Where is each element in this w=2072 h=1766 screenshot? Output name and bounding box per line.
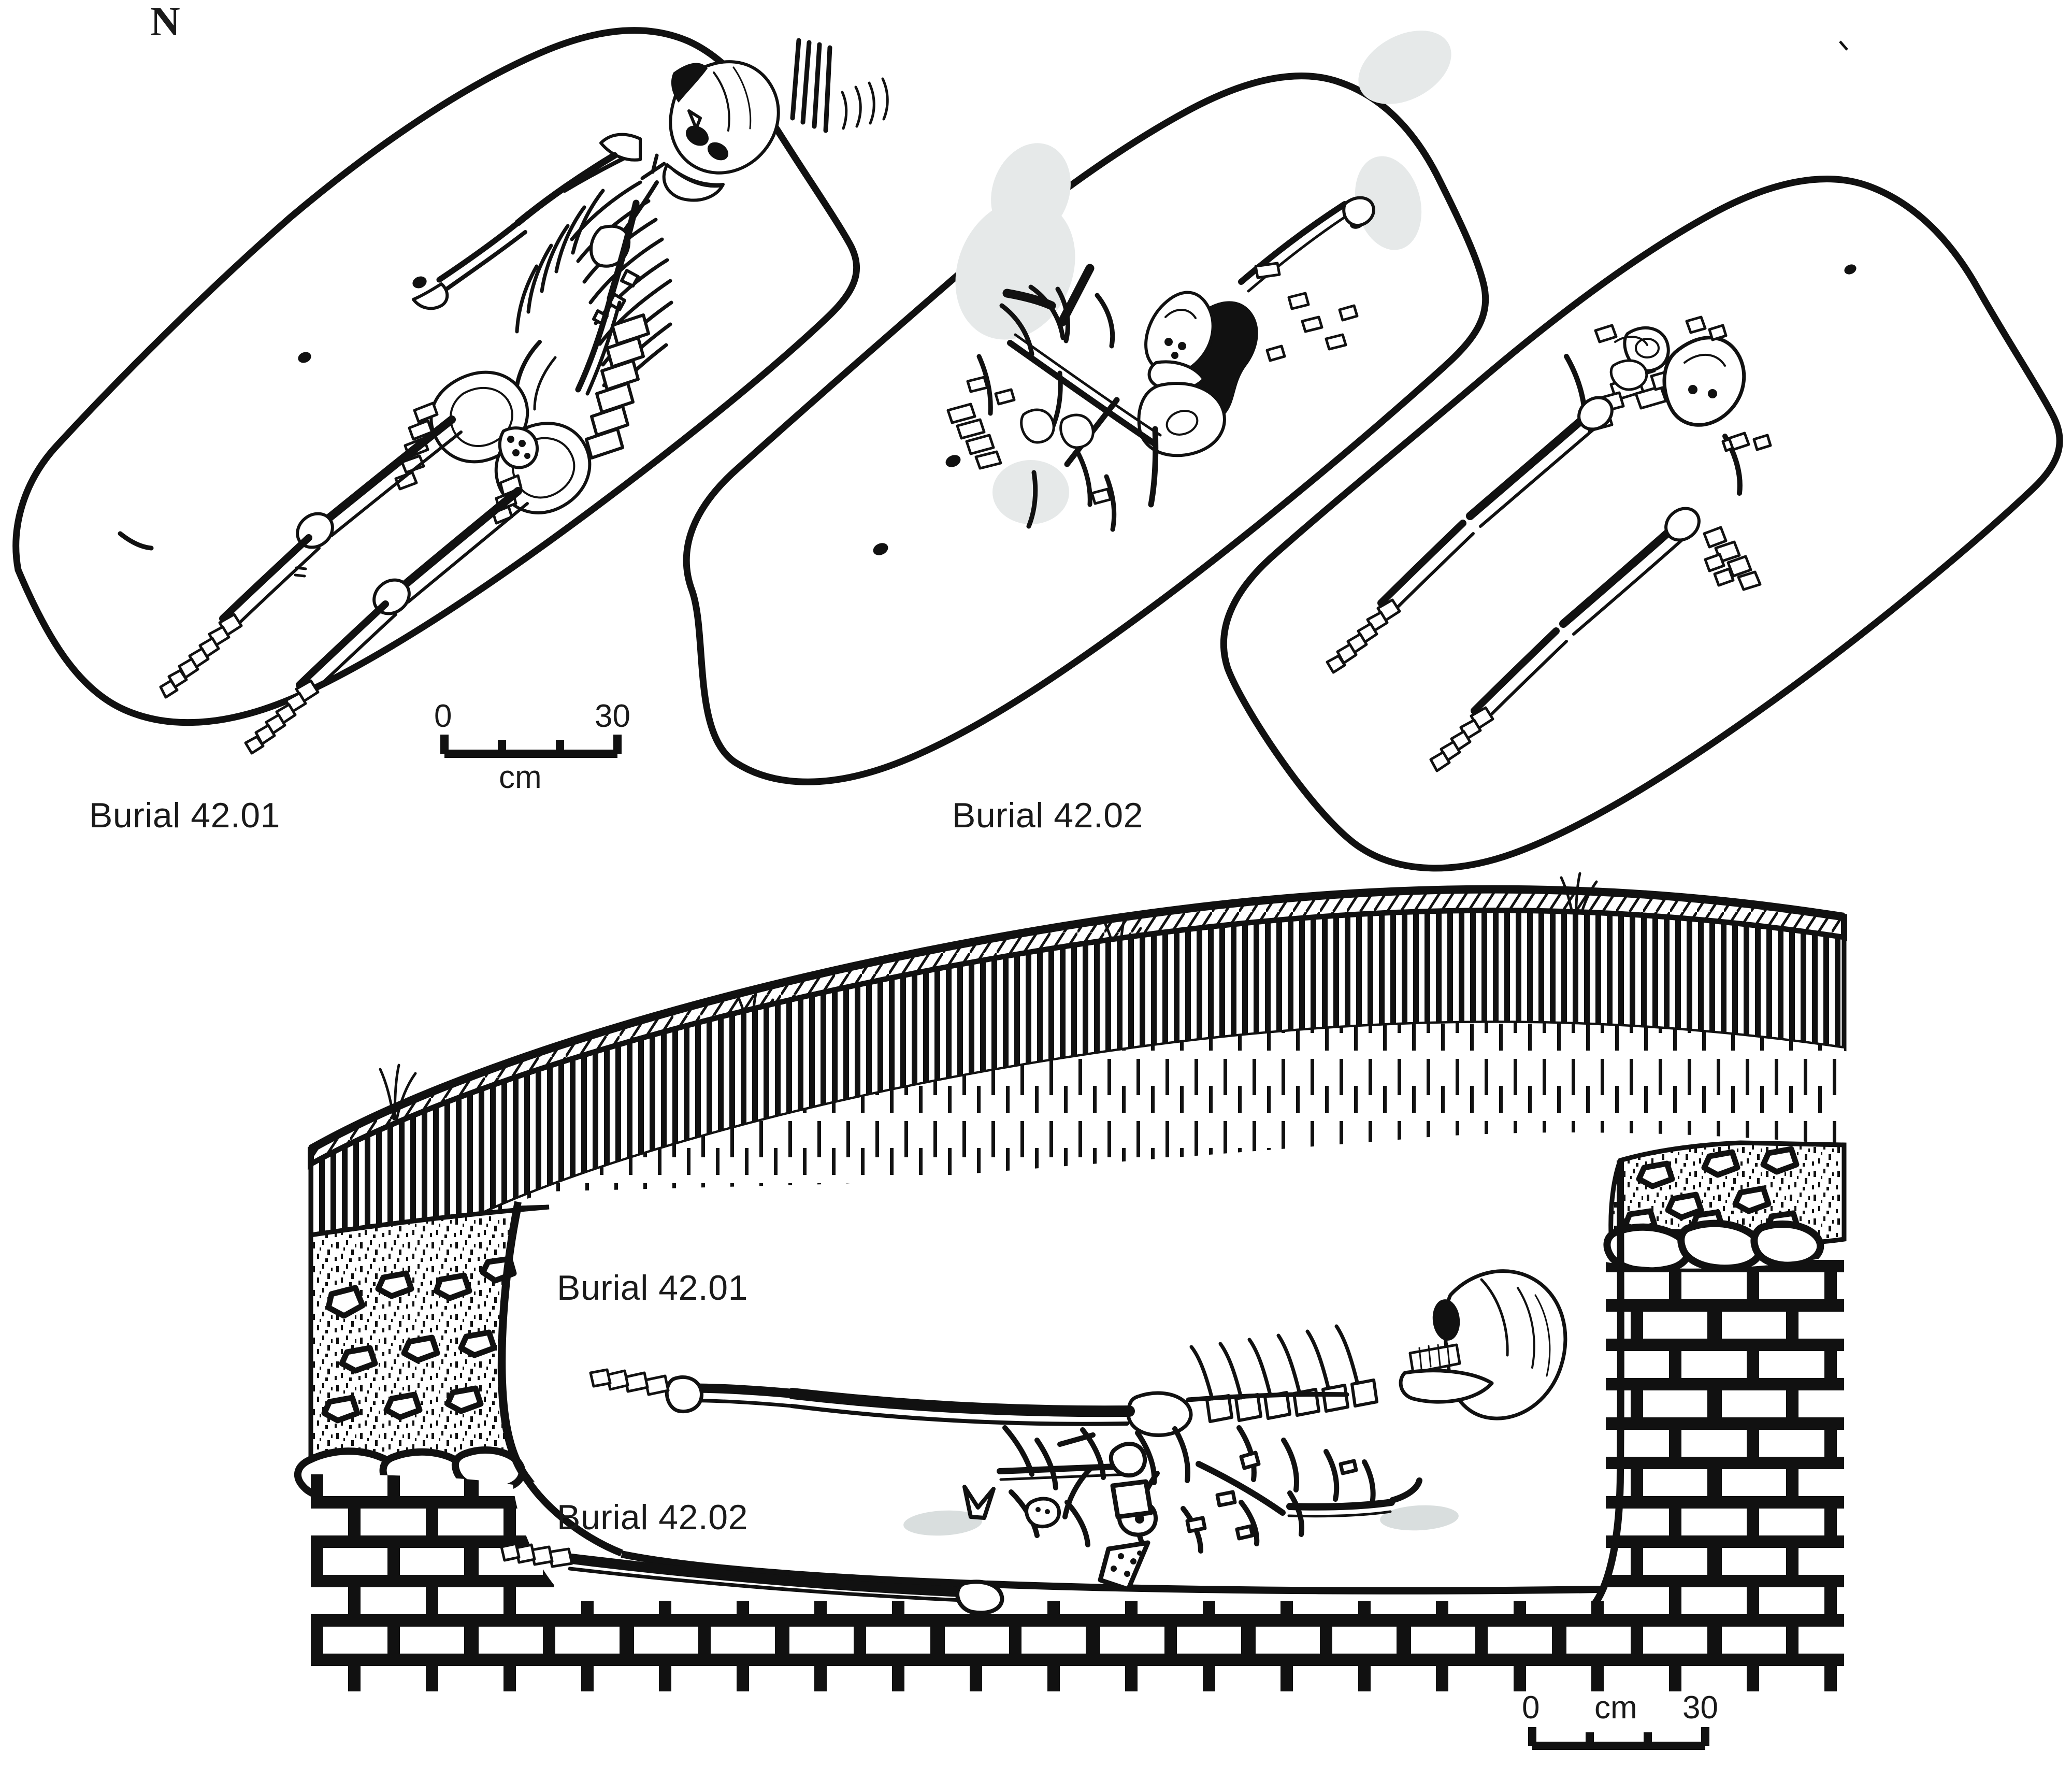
plan-skeleton-42-01 bbox=[159, 38, 889, 755]
section-burial-label-42-02: Burial 42.02 bbox=[557, 1498, 748, 1537]
plan-marker-strokes bbox=[790, 38, 832, 133]
plan-scale-max: 30 bbox=[595, 698, 630, 734]
section-scale-min: 0 bbox=[1522, 1690, 1540, 1726]
plan-scale-bar bbox=[440, 735, 622, 758]
brick-floor bbox=[311, 1601, 1844, 1691]
plan-grave-right bbox=[1220, 176, 2063, 872]
plan-skeleton-right bbox=[1326, 315, 1772, 772]
section-skeleton-42-01 bbox=[589, 1269, 1567, 1437]
plan-scale-unit: cm bbox=[499, 759, 542, 795]
plan-marker-curves bbox=[841, 77, 889, 130]
stray-mark bbox=[1839, 40, 1848, 51]
plan-burial-label-42-01: Burial 42.01 bbox=[89, 796, 280, 835]
section-bones-42-02 bbox=[962, 1425, 1422, 1592]
plan-scale-min: 0 bbox=[434, 698, 452, 734]
north-label: N bbox=[150, 0, 181, 45]
plan-bones-42-02 bbox=[946, 196, 1375, 532]
section-scale-max: 30 bbox=[1682, 1690, 1718, 1726]
section-skeleton-42-02-leg bbox=[500, 1542, 1004, 1615]
section-burial-label-42-01: Burial 42.01 bbox=[557, 1268, 748, 1308]
section-view bbox=[294, 872, 1847, 1691]
section-scale-bar bbox=[1528, 1727, 1709, 1750]
gravel-stones-left bbox=[321, 1256, 517, 1424]
plan-burial-label-42-02: Burial 42.02 bbox=[952, 796, 1143, 835]
section-scale-unit: cm bbox=[1594, 1690, 1637, 1726]
